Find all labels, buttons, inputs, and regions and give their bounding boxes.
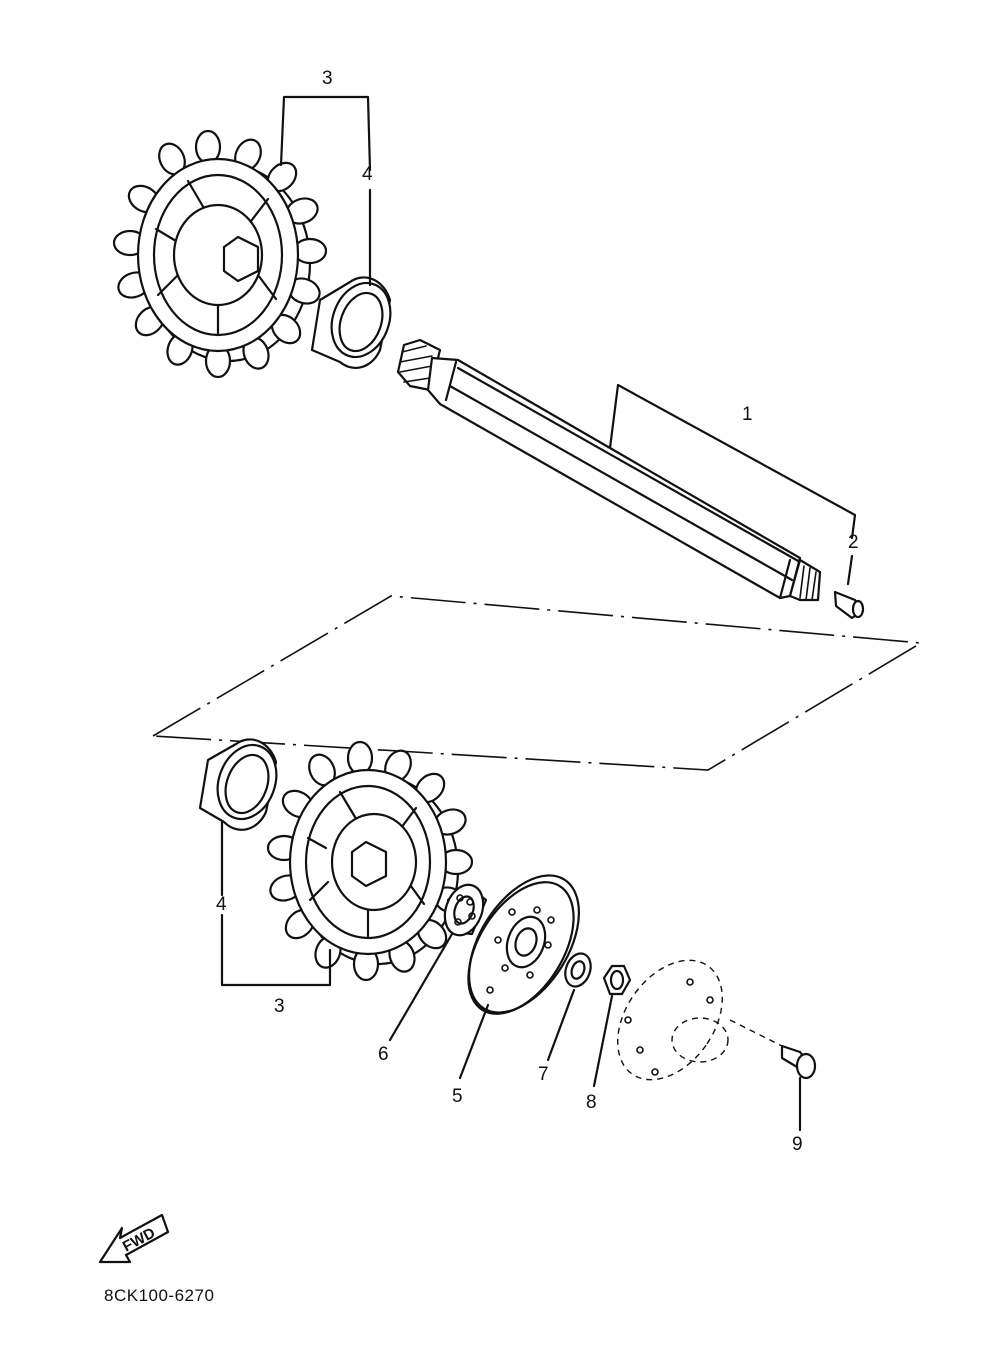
disc-plate [467, 874, 581, 1015]
top-sprocket [112, 129, 328, 379]
bottom-sprocket [266, 740, 474, 982]
callout-5: 5 [452, 1086, 463, 1107]
bearing [443, 883, 488, 937]
bottom-spacer [198, 738, 278, 831]
washer [564, 952, 592, 988]
top-bracket [279, 95, 372, 287]
hub-reference [617, 959, 787, 1081]
bolt [780, 1044, 817, 1132]
callout-3-bottom: 3 [274, 996, 285, 1017]
callout-4-top: 4 [362, 164, 373, 185]
callout-2: 2 [848, 532, 859, 553]
shaft-bracket [608, 383, 857, 586]
drawing-code: 8CK100-6270 [104, 1286, 214, 1305]
leader-lines [388, 932, 614, 1088]
nut [602, 964, 632, 996]
bottom-bracket [220, 820, 332, 987]
callout-9: 9 [792, 1134, 803, 1155]
callout-6: 6 [378, 1044, 389, 1065]
callout-4-bottom: 4 [216, 894, 227, 915]
drive-shaft [396, 338, 822, 602]
alignment-dashed-box [152, 595, 924, 771]
callout-8: 8 [586, 1092, 597, 1113]
fwd-arrow-icon: FWD [98, 1213, 170, 1264]
top-spacer [310, 276, 392, 369]
callout-3-top: 3 [322, 68, 333, 89]
callout-1: 1 [742, 404, 753, 425]
shaft-end-screw [833, 590, 865, 620]
callout-7: 7 [538, 1064, 549, 1085]
